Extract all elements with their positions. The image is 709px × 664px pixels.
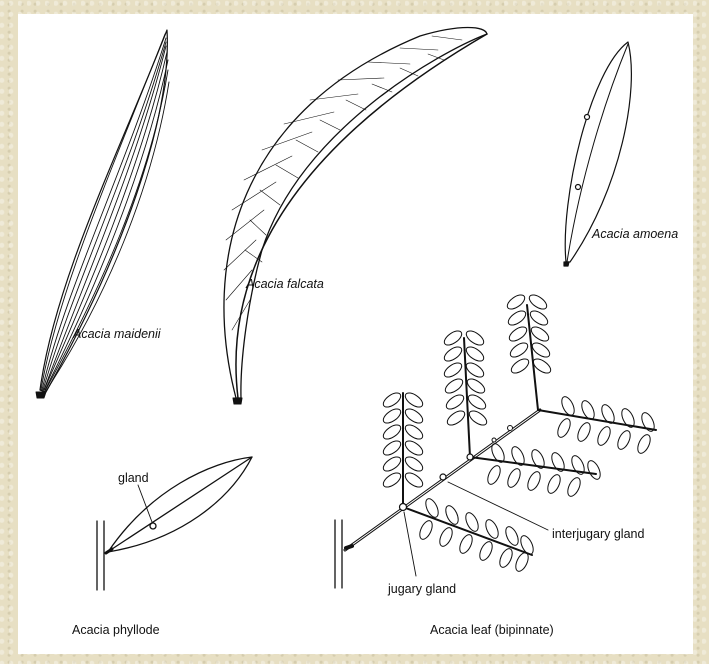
acacia-falcata-drawing <box>224 28 487 405</box>
interjugary-gland-dot <box>440 474 446 480</box>
acacia-maidenii-drawing <box>36 30 169 398</box>
label-gland: gland <box>118 471 149 485</box>
label-acacia-phyllode: Acacia phyllode <box>72 623 160 637</box>
label-acacia-leaf-bipinnate: Acacia leaf (bipinnate) <box>430 623 554 637</box>
pinna-3 <box>505 292 553 376</box>
label-jugary-gland: jugary gland <box>387 582 456 596</box>
label-acacia-amoena: Acacia amoena <box>591 227 678 241</box>
label-acacia-maidenii: Acacia maidenii <box>72 327 162 341</box>
acacia-bipinnate-drawing <box>335 292 657 588</box>
label-interjugary-gland: interjugary gland <box>552 527 644 541</box>
label-acacia-falcata: Acacia falcata <box>245 277 324 291</box>
pinna-5 <box>485 442 603 498</box>
pinna-6 <box>555 395 657 455</box>
jugary-gland-dot <box>400 504 407 511</box>
